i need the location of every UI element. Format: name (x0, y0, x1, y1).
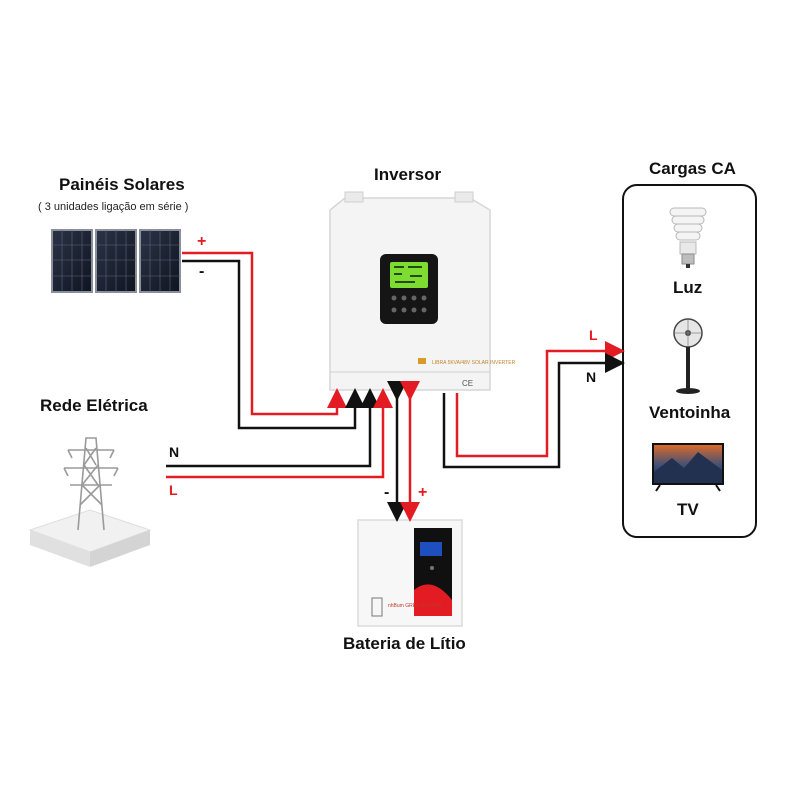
power-tower-icon (28, 437, 152, 567)
inverter-title: Inversor (374, 165, 442, 184)
load-neutral-label: N (586, 369, 597, 385)
solar-panels-title: Painéis Solares (59, 175, 185, 194)
load-neutral-wire (442, 353, 625, 469)
solar-panels (51, 229, 181, 293)
tv-icon (652, 443, 724, 492)
grid-neutral-wire (166, 388, 380, 468)
bulb-icon (669, 207, 707, 268)
load-line-wire (455, 341, 625, 458)
battery-minus-sign: - (384, 484, 390, 501)
fan-icon (673, 318, 703, 394)
load-item-tv: TV (677, 500, 699, 519)
battery-brand-text: nhBum GREENPOWER (388, 603, 442, 609)
solar-plus-sign: + (197, 233, 207, 250)
inverter-brand-text: LIBRA 5KVA/48V SOLAR INVERTER (432, 360, 516, 366)
load-item-ventoinha: Ventoinha (649, 403, 731, 422)
load-line-label: L (589, 327, 598, 343)
grid-neutral-label: N (169, 444, 180, 460)
lithium-battery: nhBum GREENPOWER (357, 519, 463, 627)
ce-mark: CE (462, 379, 473, 388)
solar-negative-wire (182, 259, 365, 430)
loads-title: Cargas CA (649, 159, 736, 178)
grid-line-wire (166, 388, 393, 479)
solar-panel-3 (139, 229, 181, 293)
solar-panels-subtitle: ( 3 unidades ligação em série ) (38, 201, 189, 213)
inverter-logo (418, 358, 426, 364)
load-item-luz: Luz (673, 278, 703, 297)
solar-panel-2 (95, 229, 137, 293)
battery-plus-sign: + (418, 484, 428, 501)
inverter-unit: LIBRA 5KVA/48V SOLAR INVERTER CE (329, 191, 516, 391)
battery-title: Bateria de Lítio (343, 634, 466, 653)
grid-line-label: L (169, 482, 178, 498)
solar-panel-1 (51, 229, 93, 293)
solar-positive-wire (182, 251, 347, 416)
solar-minus-sign: - (199, 263, 205, 280)
grid-title: Rede Elétrica (40, 396, 148, 415)
inverter-control-panel (380, 254, 438, 324)
